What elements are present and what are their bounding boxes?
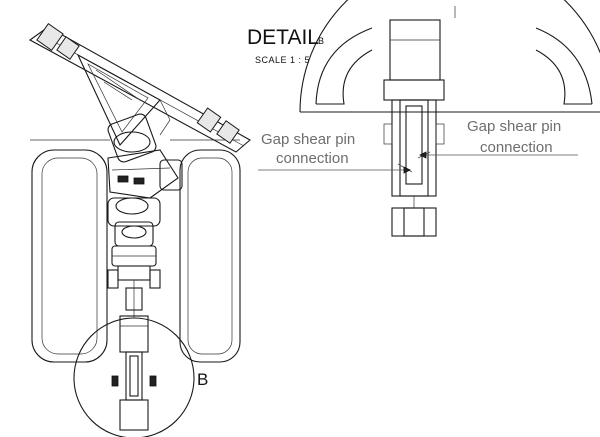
callout-left-line1: Gap shear pin bbox=[261, 131, 355, 148]
detail-b-view bbox=[299, 0, 600, 237]
detail-b-circle bbox=[73, 317, 195, 437]
detail-title-suffix: B bbox=[318, 36, 324, 46]
callout-left-line2: connection bbox=[276, 150, 349, 167]
detail-marker-label: B bbox=[197, 370, 208, 389]
callout-right-line1: Gap shear pin bbox=[467, 118, 561, 135]
detail-scale: SCALE 1 : 5 bbox=[255, 55, 310, 65]
detail-title: DETAIL bbox=[247, 26, 319, 49]
lower-fork bbox=[111, 315, 157, 431]
upper-frame bbox=[28, 22, 251, 153]
callout-right-line2: connection bbox=[480, 139, 553, 156]
main-gear-view bbox=[28, 22, 251, 437]
right-wheel bbox=[170, 139, 241, 363]
callout-leaders bbox=[258, 151, 578, 174]
central-strut bbox=[107, 113, 183, 318]
left-wheel bbox=[30, 139, 110, 363]
